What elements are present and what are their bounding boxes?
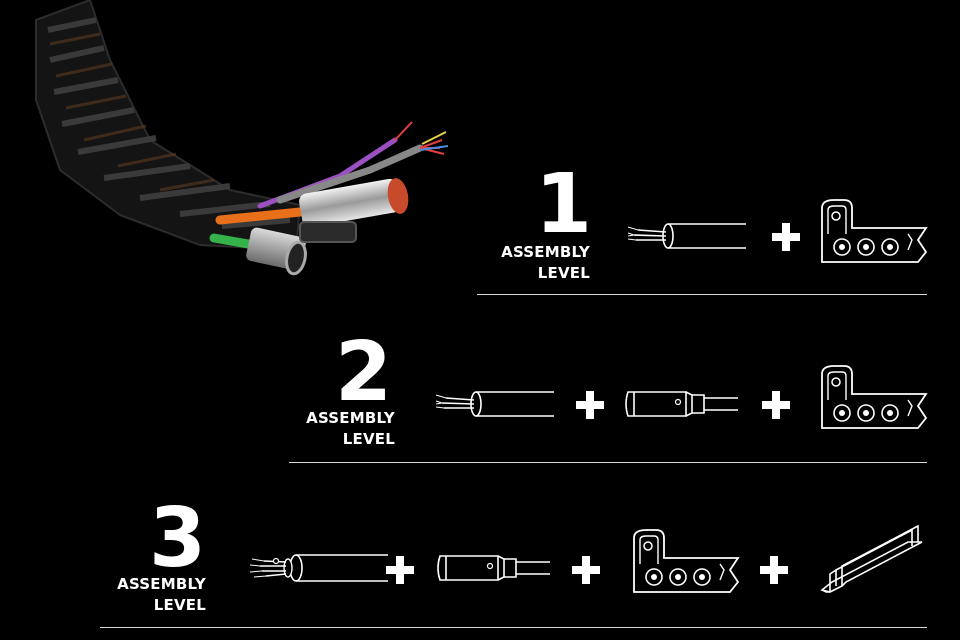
level-2-components [435, 365, 927, 429]
level-2-label-line2: LEVEL [342, 430, 395, 448]
level-2-number: 2 [334, 325, 392, 420]
level-1-label: ASSEMBLY LEVEL [460, 242, 590, 284]
plus-icon [772, 223, 800, 251]
level-3-label-line1: ASSEMBLY [117, 575, 206, 593]
plus-icon [760, 556, 788, 584]
chain-link-icon [821, 199, 927, 263]
level-3-divider [100, 627, 927, 628]
cable-icon [249, 554, 389, 582]
level-2-divider [289, 462, 927, 463]
chain-link-icon [821, 365, 927, 429]
level-1-number: 1 [534, 157, 592, 252]
level-1-components [627, 199, 927, 263]
guide-trough-icon [821, 525, 923, 593]
level-2-label: ASSEMBLY LEVEL [265, 408, 395, 450]
level-3-label: ASSEMBLY LEVEL [76, 574, 206, 616]
connector-icon [437, 555, 551, 581]
level-3-components [249, 525, 923, 593]
plus-icon [386, 556, 414, 584]
level-1-label-line1: ASSEMBLY [501, 243, 590, 261]
level-2-label-line1: ASSEMBLY [306, 409, 395, 427]
plus-icon [762, 391, 790, 419]
cable-icon [435, 391, 555, 417]
level-1-label-line2: LEVEL [537, 264, 590, 282]
cable-icon [627, 223, 747, 249]
plus-icon [576, 391, 604, 419]
chain-link-icon [633, 529, 739, 593]
plus-icon [572, 556, 600, 584]
energy-chain-with-cables-photo [35, 0, 449, 276]
level-1-divider [477, 294, 927, 295]
level-3-number: 3 [148, 491, 206, 586]
level-3-label-line2: LEVEL [153, 596, 206, 614]
connector-icon [625, 391, 739, 417]
